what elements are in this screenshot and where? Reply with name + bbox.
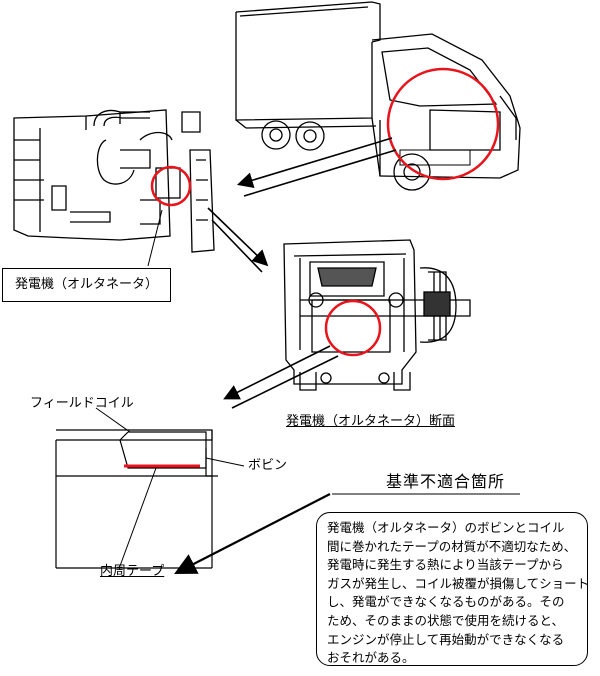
inner-tape-label: 内周テープ bbox=[100, 564, 165, 579]
engine-illustration bbox=[13, 109, 215, 253]
bobbin-label: ボビン bbox=[248, 458, 288, 473]
defect-line: ため、そのままの状態で使用を続けると、 bbox=[327, 612, 565, 628]
defect-line: し、発電ができなくなるものがある。その bbox=[327, 594, 565, 610]
defect-line: おそれがある。 bbox=[327, 650, 415, 666]
defect-line: 発電機（オルタネータ）のボビンとコイル bbox=[327, 520, 565, 535]
field-coil-detail bbox=[55, 429, 218, 569]
defect-description-box: 発電機（オルタネータ）のボビンとコイル 間に巻かれたテープの材質が不適切なため、… bbox=[316, 512, 590, 666]
alternator-section-label: 発電機（オルタネータ）断面 bbox=[286, 414, 456, 429]
alternator-label: 発電機（オルタネータ） bbox=[2, 268, 172, 302]
truck-highlight-circle bbox=[386, 67, 500, 181]
truck-illustration bbox=[235, 1, 521, 191]
defect-title: 基準不適合箇所 bbox=[386, 472, 506, 491]
defect-line: エンジンが停止して再始動ができなくなる bbox=[327, 631, 565, 647]
arrows bbox=[174, 137, 397, 575]
defect-line: ガスが発生し、コイル被覆が損傷してショート bbox=[327, 575, 590, 591]
defect-line: 発電時に発生する熱により当該テープから bbox=[327, 557, 564, 573]
defect-line: 間に巻かれたテープの材質が不適切なため、 bbox=[327, 538, 577, 554]
section-highlight-circle bbox=[324, 299, 382, 357]
leader-lines bbox=[95, 209, 520, 567]
engine-highlight-circle bbox=[150, 165, 192, 207]
alternator-section-illustration bbox=[283, 239, 471, 391]
field-coil-label: フィールドコイル bbox=[30, 396, 134, 411]
